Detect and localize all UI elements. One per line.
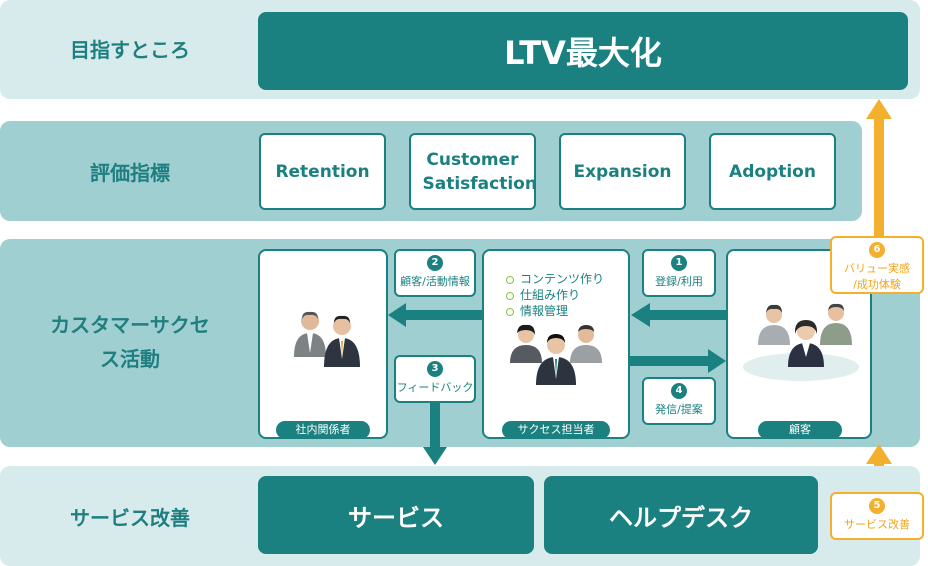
success-manager-tag: サクセス担当者 <box>502 421 610 439</box>
staff-people-icon <box>294 311 360 367</box>
arrow-feedback-down-head <box>423 447 447 465</box>
customer-card: 顧客 <box>726 249 872 439</box>
success-team-icon <box>510 324 602 385</box>
step-1-registration-usage: 1 登録/利用 <box>642 249 716 297</box>
step-2-customer-activity-info: 2 顧客/活動情報 <box>394 249 476 297</box>
goal-band-label: 目指すところ <box>70 38 190 62</box>
service-box: サービス <box>258 476 534 554</box>
arrow-value-up-shaft <box>874 118 884 238</box>
metric-customer-satisfaction: Customer Satisfaction <box>409 133 537 210</box>
customer-tag: 顧客 <box>758 421 842 439</box>
step-4-outreach-proposal: 4 発信/提案 <box>642 377 716 425</box>
bullet-icon <box>506 275 514 284</box>
arrow-service-up-head <box>866 444 892 464</box>
task-system: 仕組み作り <box>506 287 604 303</box>
step-6-value-success: 6 バリュー実感 /成功体験 <box>830 236 924 294</box>
metric-customer-satisfaction-label: Customer Satisfaction <box>422 149 537 194</box>
internal-stakeholders-tag: 社内関係者 <box>276 421 370 439</box>
activity-band-label: カスタマーサクセス活動 <box>50 306 210 378</box>
arrow-value-up-head <box>866 99 892 119</box>
step-5-service-improvement: 5 サービス改善 <box>830 492 924 540</box>
metric-retention: Retention <box>259 133 386 210</box>
customers-icon <box>743 303 859 381</box>
helpdesk-box: ヘルプデスク <box>544 476 818 554</box>
task-content: コンテンツ作り <box>506 271 604 287</box>
activity-band-label-text: カスタマーサクセス活動 <box>50 313 210 371</box>
metric-expansion: Expansion <box>559 133 686 210</box>
internal-stakeholders-card: 社内関係者 <box>258 249 388 439</box>
metric-adoption: Adoption <box>709 133 836 210</box>
ltv-goal-box: LTV最大化 <box>258 12 908 90</box>
success-manager-card: コンテンツ作り 仕組み作り 情報管理 サクセス担当者 <box>482 249 630 439</box>
bullet-icon <box>506 307 514 316</box>
improvement-band-label: サービス改善 <box>70 506 190 530</box>
metrics-band-label: 評価指標 <box>90 161 170 185</box>
bullet-icon <box>506 291 514 300</box>
success-task-list: コンテンツ作り 仕組み作り 情報管理 <box>506 271 604 319</box>
step-3-feedback: 3 フィードバック <box>394 355 476 403</box>
task-info: 情報管理 <box>506 303 604 319</box>
